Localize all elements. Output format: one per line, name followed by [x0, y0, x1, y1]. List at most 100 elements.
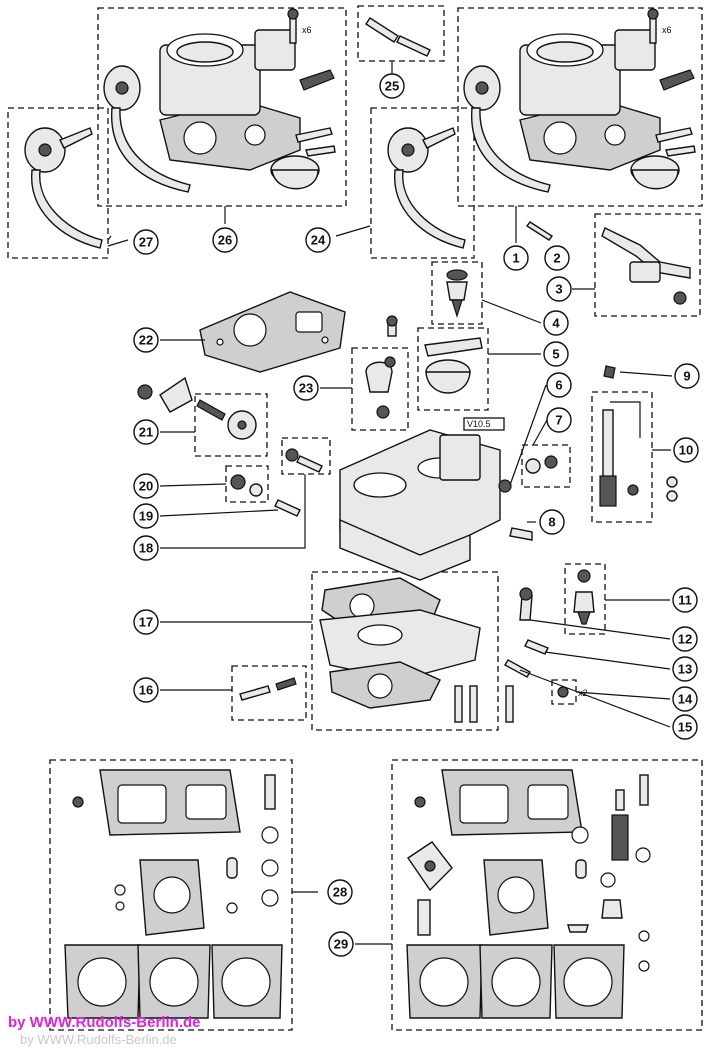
pin-2 [525, 221, 554, 241]
gasket-kit-28 [64, 769, 283, 1019]
jet-set-10 [599, 401, 678, 507]
accelerator-pump-27 [24, 127, 103, 249]
svg-text:5: 5 [552, 347, 559, 362]
svg-text:24: 24 [311, 233, 326, 248]
group-box-3 [594, 213, 701, 317]
callout-4: 4 [543, 310, 569, 336]
callout-15: 15 [672, 714, 698, 740]
svg-text:19: 19 [139, 509, 153, 524]
leader-lines [107, 61, 673, 945]
callout-17: 17 [133, 609, 159, 635]
callout-26: 26 [212, 227, 238, 253]
carburettor-assembly-right [463, 8, 696, 193]
quantity-note-x6-right: x6 [662, 25, 672, 35]
group-box-27 [7, 107, 109, 259]
throttle-lever-3 [601, 227, 691, 305]
group-box-16 [231, 665, 307, 721]
svg-text:23: 23 [299, 381, 313, 396]
svg-text:15: 15 [678, 720, 692, 735]
group-box-25 [357, 5, 445, 62]
svg-text:6: 6 [555, 378, 562, 393]
watermark-ghost-text: by WWW.Rudolfs-Berlin.de [20, 1032, 177, 1047]
svg-text:16: 16 [139, 683, 153, 698]
callout-18: 18 [133, 535, 159, 561]
svg-text:13: 13 [678, 662, 692, 677]
svg-text:22: 22 [139, 333, 153, 348]
svg-text:12: 12 [678, 632, 692, 647]
quantity-note-x6-left: x6 [302, 25, 312, 35]
svg-text:9: 9 [683, 369, 690, 384]
group-box-26 [97, 7, 347, 207]
screws-12-16 [239, 587, 569, 701]
group-box-20 [225, 465, 269, 503]
group-box-23 [351, 347, 409, 431]
svg-text:14: 14 [678, 692, 693, 707]
group-box-right-assembly [457, 7, 703, 207]
callout-28: 28 [327, 879, 353, 905]
screw-set-23 [365, 315, 398, 419]
callout-6: 6 [546, 372, 572, 398]
callout-14: 14 [672, 686, 698, 712]
group-box-7 [521, 444, 571, 488]
callout-7: 7 [546, 407, 572, 433]
callout-22: 22 [133, 327, 159, 353]
group-box-10 [591, 391, 653, 523]
callout-8: 8 [539, 509, 565, 535]
callout-13: 13 [672, 656, 698, 682]
gasket-kit-29 [406, 769, 651, 1019]
accelerator-pump-24 [387, 127, 466, 249]
stud-25 [365, 17, 431, 57]
svg-text:18: 18 [139, 541, 153, 556]
svg-text:20: 20 [139, 479, 153, 494]
callout-12: 12 [672, 626, 698, 652]
svg-text:25: 25 [385, 79, 399, 94]
group-box-18-19 [281, 437, 331, 475]
group-box-21 [194, 393, 268, 457]
group-box-4 [431, 261, 483, 325]
svg-text:4: 4 [552, 316, 560, 331]
svg-text:17: 17 [139, 615, 153, 630]
callout-25: 25 [379, 73, 405, 99]
callout-16: 16 [133, 677, 159, 703]
svg-text:8: 8 [548, 515, 555, 530]
callout-29: 29 [328, 931, 354, 957]
callout-27: 27 [133, 229, 159, 255]
callout-21: 21 [133, 419, 159, 445]
svg-text:1: 1 [512, 251, 519, 266]
callout-3: 3 [546, 276, 572, 302]
valve-11 [573, 569, 595, 625]
group-box-24 [370, 107, 475, 259]
callout-23: 23 [293, 375, 319, 401]
diaphragm-21 [137, 376, 257, 440]
svg-text:7: 7 [555, 413, 562, 428]
carburettor-body [339, 417, 505, 581]
svg-text:2: 2 [553, 251, 560, 266]
callout-5: 5 [543, 341, 569, 367]
base-assembly-17 [319, 577, 514, 723]
svg-text:11: 11 [678, 593, 692, 608]
callout-2: 2 [544, 245, 570, 271]
callout-9: 9 [674, 363, 700, 389]
callout-11: 11 [672, 587, 698, 613]
svg-text:3: 3 [555, 282, 562, 297]
callout-24: 24 [305, 227, 331, 253]
svg-text:28: 28 [333, 885, 347, 900]
gasket-22 [199, 291, 346, 373]
group-box-11 [564, 563, 606, 635]
needle-valve-4 [446, 269, 468, 319]
body-label: V10.5 [467, 419, 491, 429]
small-parts-6-9 [498, 365, 616, 541]
callout-20: 20 [133, 473, 159, 499]
float-5 [424, 337, 483, 394]
jets-18-20 [230, 448, 323, 517]
svg-text:29: 29 [334, 937, 348, 952]
svg-text:21: 21 [139, 425, 153, 440]
group-box-5 [417, 327, 489, 411]
svg-text:27: 27 [139, 235, 153, 250]
callout-10: 10 [673, 437, 699, 463]
carburettor-assembly-left [103, 8, 336, 193]
svg-text:10: 10 [679, 443, 693, 458]
group-box-28 [49, 759, 293, 1031]
svg-text:26: 26 [218, 233, 232, 248]
